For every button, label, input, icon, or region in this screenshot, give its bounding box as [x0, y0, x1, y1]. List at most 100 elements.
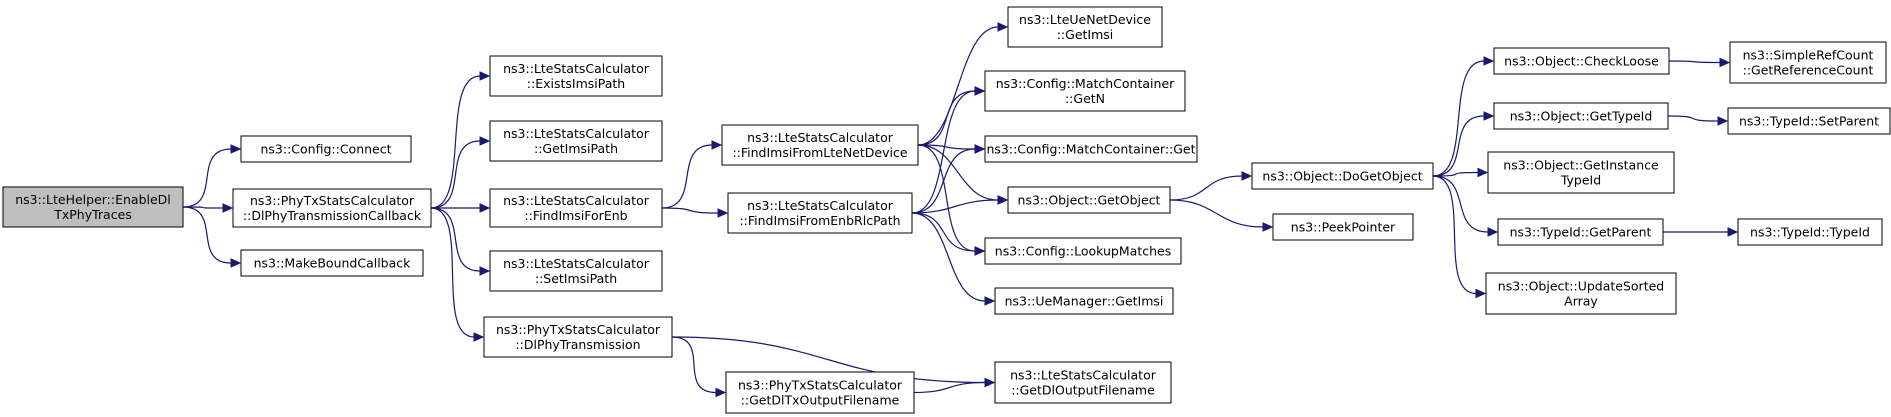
- node-typeid-setparent[interactable]: ns3::TypeId::SetParent: [1727, 107, 1891, 135]
- node-peek-pointer[interactable]: ns3::PeekPointer: [1272, 213, 1414, 241]
- node-get-imsi-path[interactable]: ns3::LteStatsCalculator::GetImsiPath: [489, 120, 663, 162]
- node-ue-get-imsi[interactable]: ns3::LteUeNetDevice::GetImsi: [1007, 6, 1163, 48]
- edge-line: [911, 90, 976, 214]
- edge-get-dltx-fn-to-get-dl-output-fn: [913, 377, 996, 394]
- arrowhead-icon: [974, 144, 986, 154]
- edge-line: [911, 199, 999, 214]
- node-box: [1007, 186, 1171, 214]
- node-box: [994, 361, 1172, 404]
- node-box: [1493, 102, 1669, 130]
- node-get-dltx-fn[interactable]: ns3::PhyTxStatsCalculator::GetDlTxOutput…: [725, 371, 915, 414]
- edge-find-from-enb-rlc-to-obj-getobject: [911, 195, 1009, 214]
- edge-line: [661, 207, 719, 214]
- node-typeid-getparent[interactable]: ns3::TypeId::GetParent: [1497, 218, 1664, 246]
- edge-line: [911, 148, 976, 214]
- edge-line: [430, 207, 475, 338]
- node-label: ::SetImsiPath: [535, 271, 617, 286]
- arrowhead-icon: [997, 195, 1009, 205]
- edge-root-to-config-connect: [182, 144, 242, 208]
- edge-find-from-enb-rlc-to-mc-get: [911, 144, 986, 214]
- arrowhead-icon: [230, 258, 242, 268]
- edge-check-loose-to-get-ref-count: [1668, 57, 1731, 68]
- node-label: ns3::LteUeNetDevice: [1019, 12, 1151, 27]
- node-make-bound-cb[interactable]: ns3::MakeBoundCallback: [240, 249, 424, 277]
- edge-find-imsi-enb-to-find-from-enb-rlc: [661, 207, 729, 218]
- arrowhead-icon: [1717, 116, 1729, 126]
- edge-line: [917, 90, 976, 146]
- node-label: ns3::Object::GetInstance: [1503, 158, 1659, 173]
- node-label: ::GetReferenceCount: [1743, 63, 1874, 78]
- node-label: ns3::PeekPointer: [1291, 220, 1396, 235]
- node-exists-imsi[interactable]: ns3::LteStatsCalculator::ExistsImsiPath: [489, 55, 663, 97]
- node-box: [1487, 151, 1675, 194]
- node-mc-get[interactable]: ns3::Config::MatchContainer::Get: [984, 135, 1198, 163]
- node-label: ns3::LteStatsCalculator: [503, 256, 650, 271]
- node-label: ns3::LteStatsCalculator: [503, 193, 650, 208]
- node-mc-getn[interactable]: ns3::Config::MatchContainer::GetN: [984, 70, 1186, 112]
- node-box: [1272, 213, 1414, 241]
- node-do-get-object[interactable]: ns3::Object::DoGetObject: [1251, 162, 1434, 190]
- arrowhead-icon: [1477, 167, 1489, 178]
- function-nodes: ns3::LteHelper::EnableDlTxPhyTracesns3::…: [2, 6, 1891, 414]
- node-box: [1497, 218, 1664, 246]
- edge-line: [430, 140, 481, 209]
- node-box: [483, 316, 673, 358]
- edge-line: [911, 212, 976, 252]
- node-label: ns3::LteHelper::EnableDl: [15, 192, 171, 207]
- node-label: ::FindImsiFromEnbRlcPath: [739, 213, 900, 228]
- node-set-imsi-path[interactable]: ns3::LteStatsCalculator::SetImsiPath: [489, 250, 663, 292]
- node-find-from-enb-rlc[interactable]: ns3::LteStatsCalculator::FindImsiFromEnb…: [727, 192, 913, 234]
- edge-find-from-enb-rlc-to-uemgr-getimsi: [911, 212, 996, 306]
- edge-line: [1432, 171, 1479, 177]
- edge-line: [182, 206, 232, 264]
- node-typeid-typeid[interactable]: ns3::TypeId::TypeId: [1737, 218, 1883, 246]
- node-label: ns3::Config::LookupMatches: [995, 244, 1171, 259]
- node-label: ns3::MakeBoundCallback: [254, 256, 412, 271]
- node-get-typeid[interactable]: ns3::Object::GetTypeId: [1493, 102, 1669, 130]
- node-label: ns3::Config::MatchContainer: [996, 76, 1175, 91]
- node-label: ns3::LteStatsCalculator: [1010, 368, 1157, 383]
- edge-find-from-enb-rlc-to-mc-getn: [911, 86, 986, 214]
- node-dlphytx[interactable]: ns3::PhyTxStatsCalculator::DlPhyTransmis…: [483, 316, 673, 358]
- arrowhead-icon: [479, 266, 491, 276]
- node-get-dl-output-fn[interactable]: ns3::LteStatsCalculator::GetDlOutputFile…: [994, 361, 1172, 404]
- node-dlphytx-cb[interactable]: ns3::PhyTxStatsCalculator::DlPhyTransmis…: [232, 188, 432, 228]
- node-box: [984, 135, 1198, 163]
- node-label: ::FindImsiFromLteNetDevice: [732, 145, 907, 160]
- node-label: ns3::PhyTxStatsCalculator: [496, 322, 661, 337]
- arrowhead-icon: [1487, 227, 1499, 237]
- edge-line: [1169, 175, 1243, 201]
- node-box: [489, 250, 663, 292]
- node-check-loose[interactable]: ns3::Object::CheckLoose: [1493, 47, 1670, 75]
- node-find-from-ue[interactable]: ns3::LteStatsCalculator::FindImsiFromLte…: [721, 124, 919, 166]
- arrowhead-icon: [479, 203, 491, 213]
- arrowhead-icon: [997, 22, 1009, 32]
- node-box: [240, 249, 424, 277]
- edge-line: [671, 336, 717, 394]
- edge-get-typeid-to-typeid-setparent: [1667, 115, 1729, 126]
- arrowhead-icon: [479, 136, 491, 146]
- node-label: ::GetImsiPath: [534, 141, 618, 156]
- node-label: ns3::UeManager::GetImsi: [1005, 294, 1164, 309]
- node-obj-getobject[interactable]: ns3::Object::GetObject: [1007, 186, 1171, 214]
- edge-find-imsi-enb-to-find-from-ue: [661, 140, 723, 209]
- node-label: ns3::LteStatsCalculator: [503, 126, 650, 141]
- arrowhead-icon: [1483, 111, 1495, 121]
- edge-line: [430, 75, 481, 209]
- edge-dlphytx-cb-to-set-imsi-path: [430, 207, 491, 276]
- node-label: ns3::TypeId::TypeId: [1750, 225, 1870, 240]
- node-config-connect[interactable]: ns3::Config::Connect: [240, 135, 412, 163]
- node-get-ref-count[interactable]: ns3::SimpleRefCount::GetReferenceCount: [1729, 41, 1887, 84]
- node-lookup-matches[interactable]: ns3::Config::LookupMatches: [984, 237, 1182, 265]
- arrowhead-icon: [1475, 288, 1487, 299]
- node-label: ns3::Object::UpdateSorted: [1498, 279, 1664, 294]
- edge-do-get-object-to-get-instance-typeid: [1432, 167, 1489, 178]
- node-uemgr-getimsi[interactable]: ns3::UeManager::GetImsi: [994, 287, 1174, 315]
- edge-dlphytx-cb-to-exists-imsi: [430, 71, 491, 209]
- node-label: Array: [1564, 294, 1598, 309]
- node-find-imsi-enb[interactable]: ns3::LteStatsCalculator::FindImsiForEnb: [489, 188, 663, 228]
